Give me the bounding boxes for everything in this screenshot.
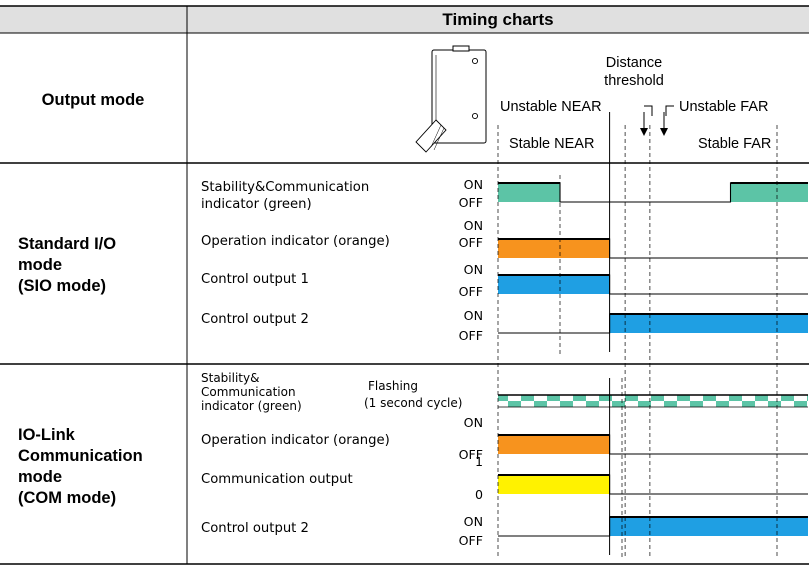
com-row-2: Operation indicator (orange) ON OFF — [201, 415, 808, 462]
distance-threshold-label-line2: threshold — [604, 73, 664, 89]
sio-mode-line-2: mode — [18, 256, 62, 274]
sio-row-3-label-1: Control output 1 — [201, 272, 309, 287]
sio-row-2-low-state: OFF — [459, 235, 483, 250]
unstable-far-arrowhead — [660, 128, 668, 136]
sio-row-2-label-1: Operation indicator (orange) — [201, 234, 390, 249]
sio-row-3-high-state: ON — [464, 262, 483, 277]
sio-row-1-label-2: indicator (green) — [201, 197, 312, 212]
sio-row-4-label-1: Control output 2 — [201, 312, 309, 327]
com-row-4-on-pulse-1 — [609, 517, 808, 536]
com-row-4-label-1: Control output 2 — [201, 521, 309, 536]
sio-row-1-on-pulse-2 — [730, 183, 808, 202]
sio-row-3-on-pulse-1 — [498, 275, 610, 294]
com-mode-line-4: (COM mode) — [18, 489, 116, 507]
com-row-4: Control output 2 ON OFF — [201, 514, 808, 548]
com-row-3-high-state: 1 — [475, 454, 483, 469]
unstable-far-bracket — [665, 105, 674, 116]
unstable-near-bracket — [644, 105, 653, 116]
com-row-3: Communication output 1 0 — [201, 454, 808, 502]
com-row-3-low-state: 0 — [475, 487, 483, 502]
sio-row-4-on-pulse-1 — [609, 314, 808, 333]
sio-row-4-low-state: OFF — [459, 328, 483, 343]
stable-far-label: Stable FAR — [698, 136, 771, 152]
com-row-4-low-state: OFF — [459, 533, 483, 548]
sio-row-2-high-state: ON — [464, 218, 483, 233]
com-row-2-high-state: ON — [464, 415, 483, 430]
sio-row-1-high-state: ON — [464, 177, 483, 192]
com-row-3-label-1: Communication output — [201, 472, 353, 487]
sio-mode-line-1: Standard I/O — [18, 235, 116, 253]
sio-row-1-on-pulse-1 — [498, 183, 560, 202]
com-row-1-label-3: indicator (green) — [201, 399, 302, 413]
header-background — [0, 6, 809, 33]
distance-threshold-label-line1: Distance — [606, 55, 662, 71]
sensor-illustration — [415, 45, 487, 153]
sio-row-4: Control output 2 ON OFF — [201, 308, 808, 343]
sio-row-3: Control output 1 ON OFF — [201, 262, 808, 299]
com-mode-line-2: Communication — [18, 447, 143, 465]
unstable-near-arrowhead — [640, 128, 648, 136]
sio-row-1-label-1: Stability&Communication — [201, 180, 369, 195]
sio-row-2-on-pulse-1 — [498, 239, 610, 258]
flashing-label-line2: (1 second cycle) — [364, 396, 462, 410]
sio-row-3-low-state: OFF — [459, 284, 483, 299]
timing-charts-heading: Timing charts — [442, 10, 553, 29]
com-flashing-band-lower — [498, 401, 808, 407]
unstable-far-label: Unstable FAR — [679, 99, 768, 115]
com-row-2-label-1: Operation indicator (orange) — [201, 433, 390, 448]
sio-row-1-low-state: OFF — [459, 195, 483, 210]
stable-near-label: Stable NEAR — [509, 136, 594, 152]
com-row-2-low-state: OFF — [459, 447, 483, 462]
sio-row-1: Stability&Communication indicator (green)… — [201, 177, 808, 212]
sio-row-2: Operation indicator (orange) ON OFF — [201, 218, 808, 259]
com-row-2-on-pulse-1 — [498, 435, 610, 454]
output-mode-heading: Output mode — [42, 91, 145, 109]
sio-mode-line-3: (SIO mode) — [18, 277, 106, 295]
zone-guides — [497, 112, 778, 558]
com-row-4-high-state: ON — [464, 514, 483, 529]
com-row-3-on-pulse-1 — [498, 475, 610, 494]
sio-row-4-high-state: ON — [464, 308, 483, 323]
com-mode-line-1: IO-Link — [18, 426, 76, 444]
com-flashing-band-upper — [498, 395, 808, 401]
flashing-label-line1: Flashing — [368, 379, 418, 393]
com-row-1-label-2: Communication — [201, 385, 296, 399]
com-mode-line-3: mode — [18, 468, 62, 486]
sio-mode-label: Standard I/O mode (SIO mode) — [18, 235, 116, 295]
com-row-1-label-1: Stability& — [201, 371, 259, 385]
unstable-near-label: Unstable NEAR — [500, 99, 602, 115]
